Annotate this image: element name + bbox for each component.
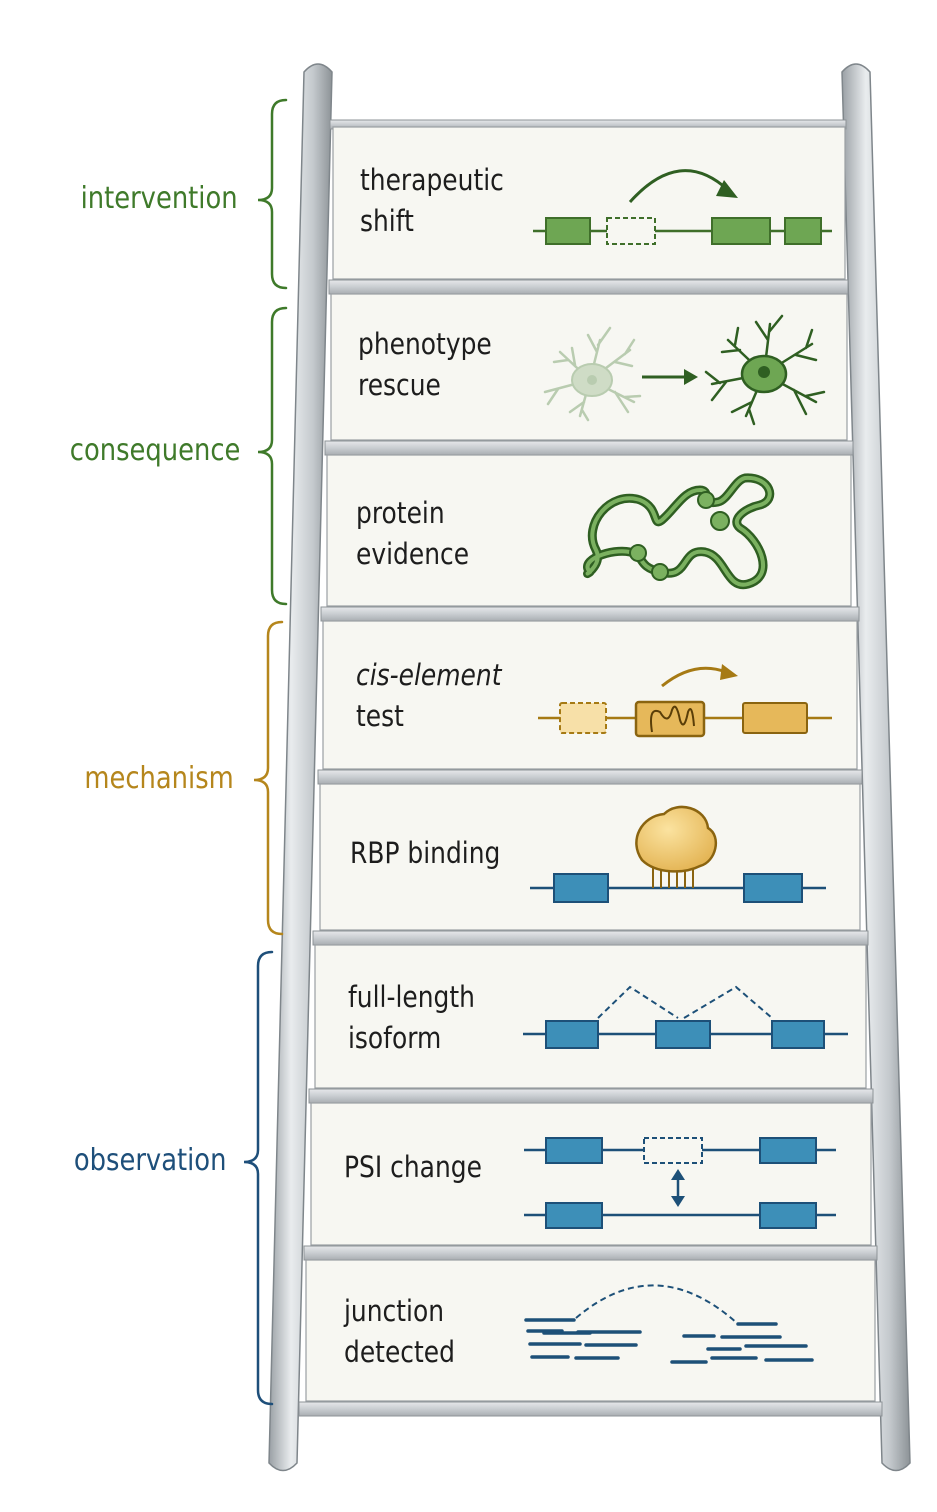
- rung-label-psi-change: PSI change: [344, 1150, 482, 1184]
- cis-element-icon: [538, 664, 832, 738]
- brace-intervention: [257, 98, 288, 290]
- brace-observation: [243, 950, 274, 1406]
- rung-label-therapeutic-shift: therapeutic shift: [360, 163, 504, 238]
- rung-bars: [298, 119, 883, 1417]
- reads-junction-icon: [524, 1284, 814, 1364]
- category-intervention: intervention: [80, 181, 238, 216]
- left-rail: [268, 63, 333, 1472]
- brace-consequence: [257, 306, 288, 606]
- rung-label-protein-evidence: protein evidence: [356, 496, 470, 571]
- rung-label-phenotype-rescue: phenotype rescue: [358, 327, 492, 402]
- brace-mechanism: [253, 620, 284, 936]
- rung-panels: [305, 126, 876, 1402]
- exon-skip-arrow-icon: [533, 169, 832, 245]
- protein-chain-icon: [583, 473, 775, 590]
- rung-label-cis-element-test: test: [356, 699, 404, 733]
- rung-label-rbp-binding: RBP binding: [350, 836, 501, 870]
- psi-change-icon: [524, 1137, 836, 1229]
- rung-label-full-length-isoform: full-length isoform: [348, 980, 475, 1055]
- rung-label-cis-element: cis-element: [356, 658, 502, 692]
- right-rail: [841, 63, 911, 1472]
- rbp-binding-icon: [530, 805, 826, 903]
- category-consequence: consequence: [69, 433, 240, 468]
- category-mechanism: mechanism: [84, 761, 234, 796]
- rung-label-junction-detected: junction detected: [344, 1294, 455, 1369]
- neuron-rescue-icon: [543, 314, 826, 426]
- isoform-junction-icon: [523, 985, 848, 1049]
- category-observation: observation: [73, 1143, 226, 1178]
